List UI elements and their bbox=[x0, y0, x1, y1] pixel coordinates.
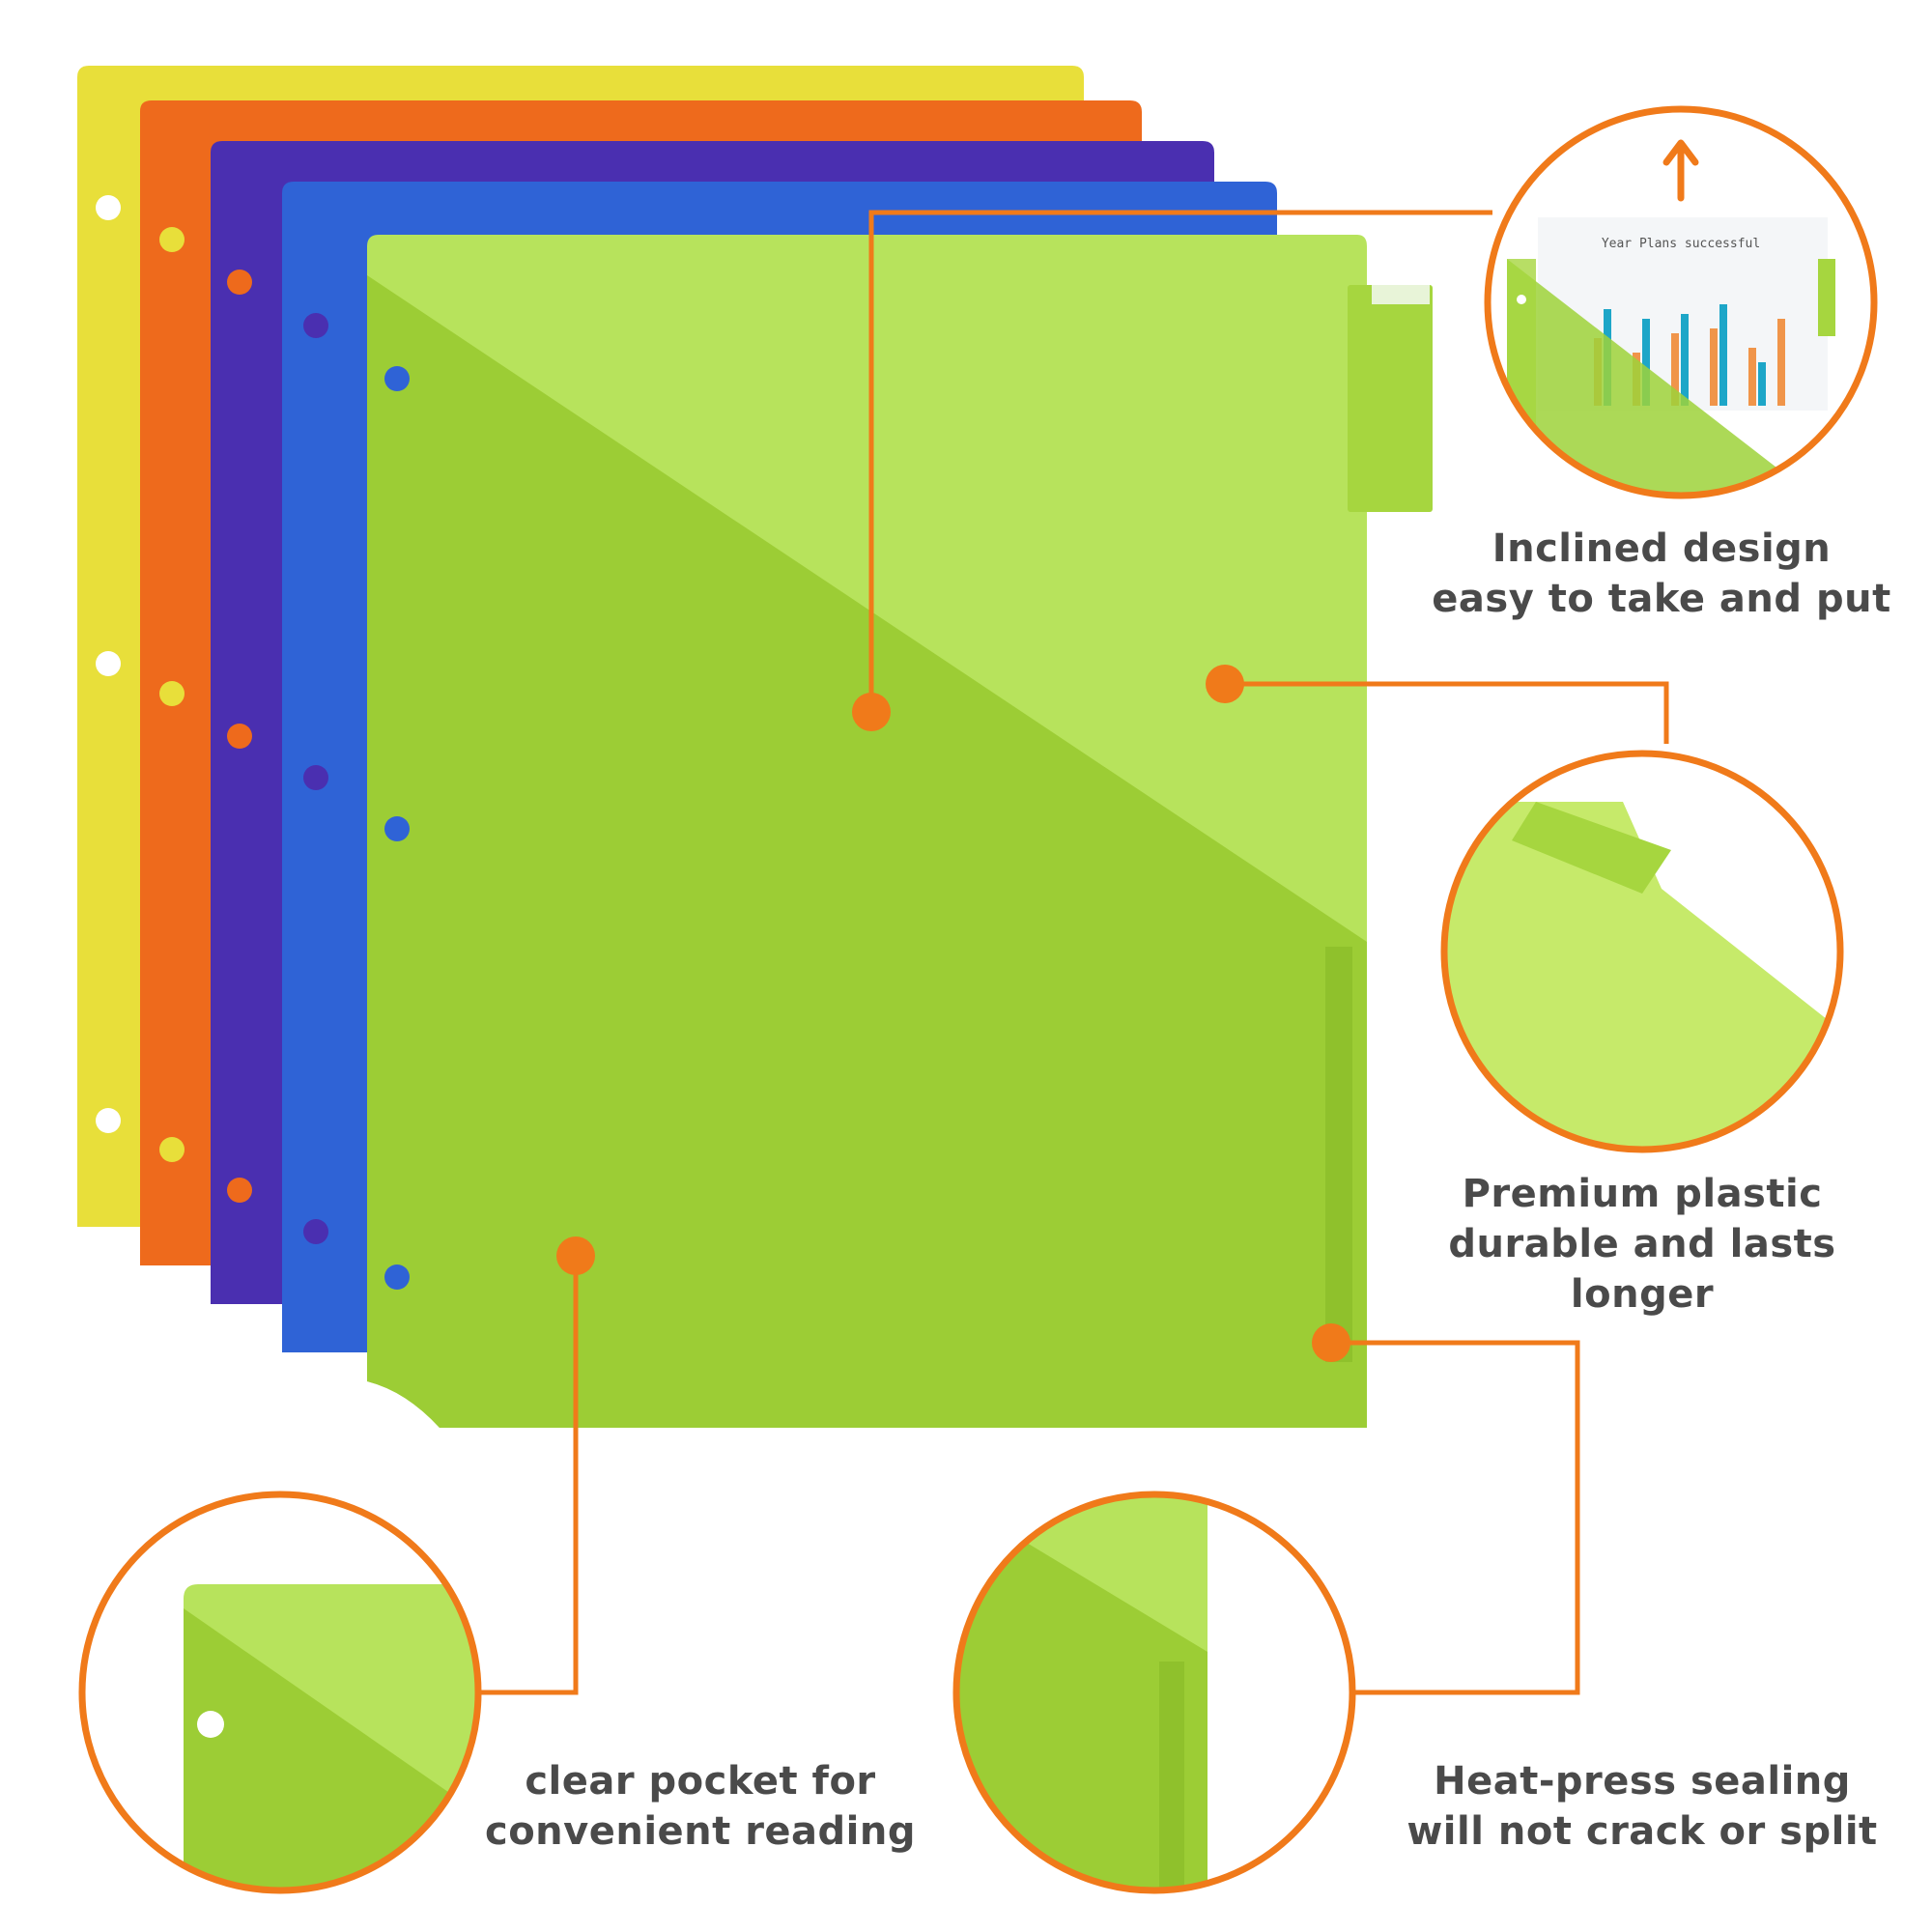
callout-dot bbox=[1206, 665, 1244, 703]
callout-dot bbox=[1312, 1323, 1350, 1362]
punch-hole bbox=[227, 724, 252, 749]
inset-green-pocket bbox=[1507, 259, 1840, 496]
connector-sealing bbox=[1331, 1340, 1580, 1695]
punch-hole bbox=[303, 313, 328, 338]
caption-line: Premium plastic bbox=[1462, 1172, 1823, 1216]
punch-hole bbox=[159, 227, 185, 252]
callout-dot bbox=[556, 1236, 595, 1275]
zoom-clear-pocket bbox=[78, 1491, 482, 1894]
punch-hole bbox=[159, 681, 185, 706]
punch-hole bbox=[197, 1711, 224, 1738]
zoom-premium-plastic bbox=[1440, 750, 1844, 1153]
punch-hole bbox=[384, 816, 410, 841]
punch-hole bbox=[159, 1137, 185, 1162]
caption-line: convenient reading bbox=[484, 1809, 916, 1854]
caption-line: Inclined design bbox=[1492, 526, 1832, 571]
caption-line: Heat-press sealing bbox=[1434, 1759, 1851, 1804]
punch-hole bbox=[96, 195, 121, 220]
connector-premium bbox=[1225, 681, 1669, 744]
zoom-heat-sealing bbox=[952, 1491, 1356, 1894]
connector-inclined bbox=[868, 210, 1492, 712]
folder-stack bbox=[77, 66, 1433, 1428]
callout-dot bbox=[852, 693, 891, 731]
caption-line: longer bbox=[1570, 1272, 1715, 1317]
green-folder-tab-sleeve bbox=[1372, 285, 1430, 304]
inset-chart-title: Year Plans successful bbox=[1602, 237, 1760, 251]
caption-heat-press-sealing: Heat-press sealing will not crack or spl… bbox=[1367, 1756, 1918, 1857]
punch-hole bbox=[227, 270, 252, 295]
caption-clear-pocket: clear pocket for convenient reading bbox=[464, 1756, 937, 1857]
punch-hole bbox=[303, 1219, 328, 1244]
caption-premium-plastic: Premium plastic durable and lasts longer bbox=[1401, 1169, 1884, 1320]
heat-seal-strip bbox=[1325, 947, 1352, 1362]
punch-hole bbox=[303, 765, 328, 790]
punch-hole bbox=[96, 1108, 121, 1133]
caption-line: easy to take and put bbox=[1432, 577, 1891, 621]
connector-pocket bbox=[478, 1256, 579, 1695]
callout-connectors bbox=[478, 210, 1669, 1695]
caption-line: durable and lasts bbox=[1448, 1222, 1836, 1266]
heat-seal-strip bbox=[1159, 1662, 1184, 1890]
caption-line: clear pocket for bbox=[525, 1759, 876, 1804]
green-folder-pocket bbox=[367, 275, 1367, 1428]
inset-tab bbox=[1818, 259, 1835, 336]
inset-tab-closeup bbox=[1512, 802, 1671, 894]
arrow-up-icon bbox=[1662, 139, 1699, 202]
punch-hole bbox=[96, 651, 121, 676]
punch-hole bbox=[384, 1264, 410, 1290]
zoom-inclined-design: Year Plans successful bbox=[1484, 105, 1878, 499]
callout-dots bbox=[556, 665, 1350, 1362]
punch-hole bbox=[227, 1178, 252, 1203]
punch-hole bbox=[384, 366, 410, 391]
caption-line: will not crack or split bbox=[1406, 1809, 1878, 1854]
caption-inclined-design: Inclined design easy to take and put bbox=[1406, 524, 1918, 624]
green-folder-tab bbox=[1348, 285, 1433, 512]
